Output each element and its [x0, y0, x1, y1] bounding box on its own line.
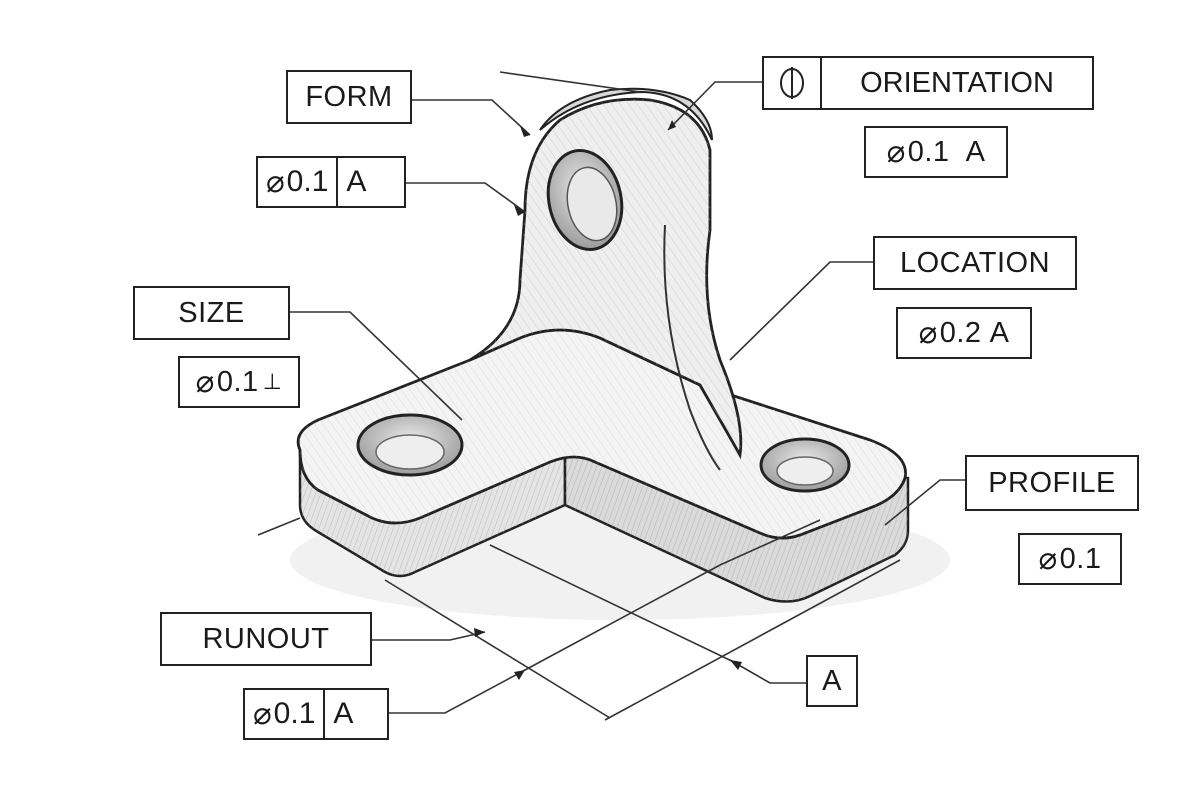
- orientation-control-frame: ⌀ 0.1 A: [864, 126, 1008, 178]
- form-frame-datum: A: [336, 158, 374, 206]
- runout-label: RUNOUT: [160, 612, 372, 666]
- form-frame-value: 0.1: [286, 165, 329, 198]
- orientation-frame-value: 0.1: [907, 135, 950, 168]
- orientation-frame-datum: A: [965, 135, 986, 168]
- location-control-frame: ⌀ 0.2 A: [896, 307, 1032, 359]
- profile-frame-value: 0.1: [1059, 542, 1102, 575]
- upright-ear-hatch: [470, 99, 741, 455]
- upright-ear-side: [539, 87, 713, 141]
- profile-control-frame: ⌀ 0.1: [1018, 533, 1122, 585]
- form-control-frame: ⌀ 0.1 A: [256, 156, 406, 208]
- orientation-symbol-cell: [764, 58, 820, 108]
- perpendicular-symbol-icon: ⊥: [262, 369, 283, 394]
- location-frame-datum: A: [989, 316, 1010, 349]
- location-frame-value: 0.2: [939, 316, 982, 349]
- datum-a-label: A: [806, 655, 858, 707]
- size-control-frame: ⌀ 0.1 ⊥: [178, 356, 300, 408]
- gusset-edge: [663, 224, 721, 471]
- diameter-symbol-icon: ⌀: [1038, 541, 1058, 576]
- runout-control-frame: ⌀ 0.1 A: [243, 688, 389, 740]
- base-hole-right-inner: [776, 456, 834, 486]
- profile-label: PROFILE: [965, 455, 1139, 511]
- diameter-symbol-icon: ⌀: [266, 164, 285, 199]
- orientation-header: ORIENTATION: [762, 56, 1094, 110]
- runout-frame-datum: A: [323, 690, 361, 738]
- size-frame-value: 0.1: [216, 365, 259, 398]
- diameter-symbol-icon: ⌀: [253, 696, 272, 731]
- orientation-label: ORIENTATION: [820, 58, 1092, 108]
- runout-frame-value: 0.1: [273, 697, 316, 730]
- base-hole-left-inner: [375, 434, 445, 470]
- base-top-hatch: [298, 330, 906, 539]
- diameter-symbol-icon: ⌀: [886, 134, 906, 169]
- location-label: LOCATION: [873, 236, 1077, 290]
- form-label: FORM: [286, 70, 412, 124]
- form-frame-value-cell: ⌀ 0.1: [258, 158, 336, 206]
- size-label: SIZE: [133, 286, 290, 340]
- diameter-symbol-icon: ⌀: [195, 364, 215, 399]
- ear-hole-inner: [566, 166, 618, 242]
- runout-frame-value-cell: ⌀ 0.1: [245, 690, 323, 738]
- leader-arrowheads: [474, 120, 742, 680]
- diameter-symbol-icon: ⌀: [918, 315, 938, 350]
- circle-vertical-line-icon: [780, 67, 804, 99]
